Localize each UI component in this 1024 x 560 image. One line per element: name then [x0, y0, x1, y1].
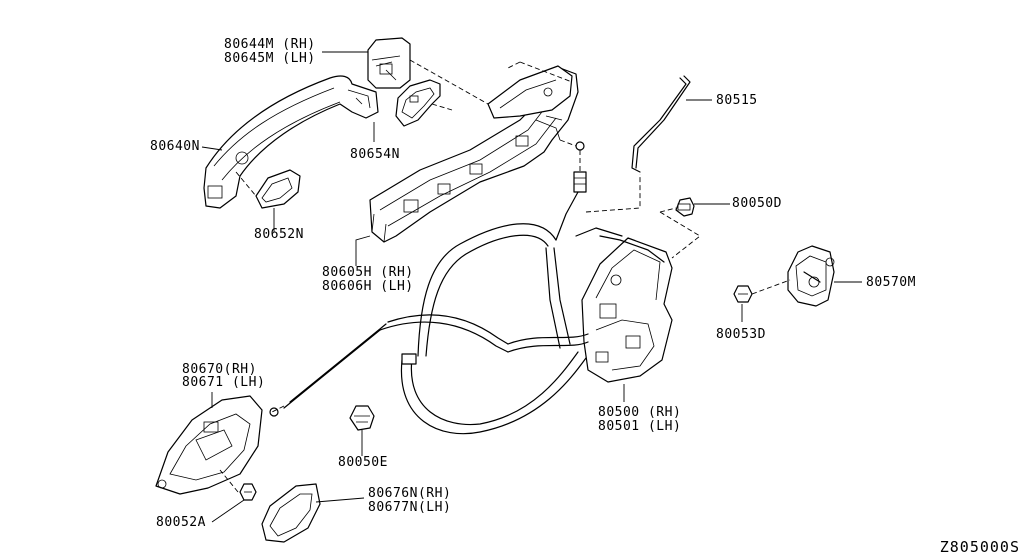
outside-handle-part — [203, 75, 379, 209]
label-80676N: 80676N(RH) — [368, 486, 452, 501]
label-80640N: 80640N — [150, 139, 200, 154]
inside-handle-part — [155, 395, 263, 495]
lock-rod-part — [631, 75, 691, 173]
label-80052A: 80052A — [156, 515, 206, 530]
label-80605H: 80605H (RH) — [322, 265, 414, 280]
label-80053D: 80053D — [716, 327, 766, 342]
assembly-dash-lines — [219, 59, 791, 493]
gasket-rear-part — [255, 169, 301, 209]
leader-lines — [201, 51, 862, 523]
door-lock-part — [575, 227, 673, 383]
screw-80053D-part — [733, 285, 753, 303]
label-80501: 80501 (LH) — [598, 419, 682, 434]
striker-part — [787, 245, 835, 307]
handle-frame-part — [369, 65, 579, 243]
label-80677N: 80677N(LH) — [368, 500, 452, 515]
label-80654N: 80654N — [350, 147, 400, 162]
clip-80050E-part — [349, 405, 375, 431]
label-80050D: 80050D — [732, 196, 782, 211]
label-80570M: 80570M — [866, 275, 916, 290]
handle-cap-part — [367, 37, 411, 89]
screw-80050D-part — [675, 197, 695, 217]
label-80500: 80500 (RH) — [598, 405, 682, 420]
label-80670: 80670(RH) — [182, 362, 257, 377]
label-80645M: 80645M (LH) — [224, 51, 316, 66]
diagram-code: Z805000S — [939, 538, 1020, 556]
cable-assembly-part — [269, 191, 589, 435]
label-80515: 80515 — [716, 93, 758, 108]
screw-80052A-part — [239, 483, 257, 501]
rod-clip-part — [573, 141, 587, 193]
label-80644M: 80644M (RH) — [224, 37, 316, 52]
escutcheon-part — [261, 483, 321, 543]
label-80606H: 80606H (LH) — [322, 279, 414, 294]
gasket-front-part — [395, 79, 441, 127]
label-80671: 80671 (LH) — [182, 375, 266, 390]
label-80050E: 80050E — [338, 455, 388, 470]
label-80652N: 80652N — [254, 227, 304, 242]
